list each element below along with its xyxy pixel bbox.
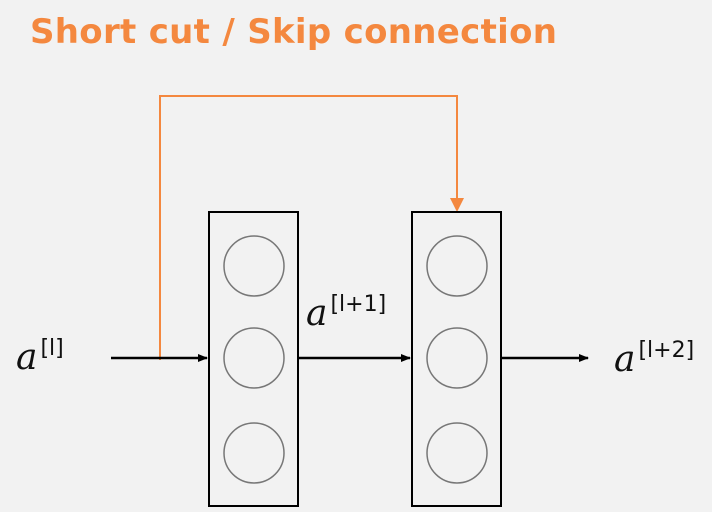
output-activation-label: a[l+2] xyxy=(614,338,694,380)
layer-2-node-3 xyxy=(426,422,488,484)
hidden-activation-label: a[l+1] xyxy=(306,292,386,334)
diagram-title: Short cut / Skip connection xyxy=(30,12,558,52)
hidden-activation-superscript: [l+1] xyxy=(330,292,387,317)
shortcut-connection-line xyxy=(159,95,458,360)
layer-1-node-1 xyxy=(223,235,285,297)
input-activation-label: a[l] xyxy=(16,336,64,378)
hidden-activation-base: a xyxy=(306,293,328,334)
output-activation-superscript: [l+2] xyxy=(638,338,695,363)
layer-1-node-3 xyxy=(223,422,285,484)
input-activation-base: a xyxy=(16,337,38,378)
layer-2-node-1 xyxy=(426,235,488,297)
input-activation-superscript: [l] xyxy=(40,336,64,361)
shortcut-arrowhead xyxy=(450,198,464,212)
layer-1-node-2 xyxy=(223,327,285,389)
layer-2-node-2 xyxy=(426,327,488,389)
output-activation-base: a xyxy=(614,339,636,380)
